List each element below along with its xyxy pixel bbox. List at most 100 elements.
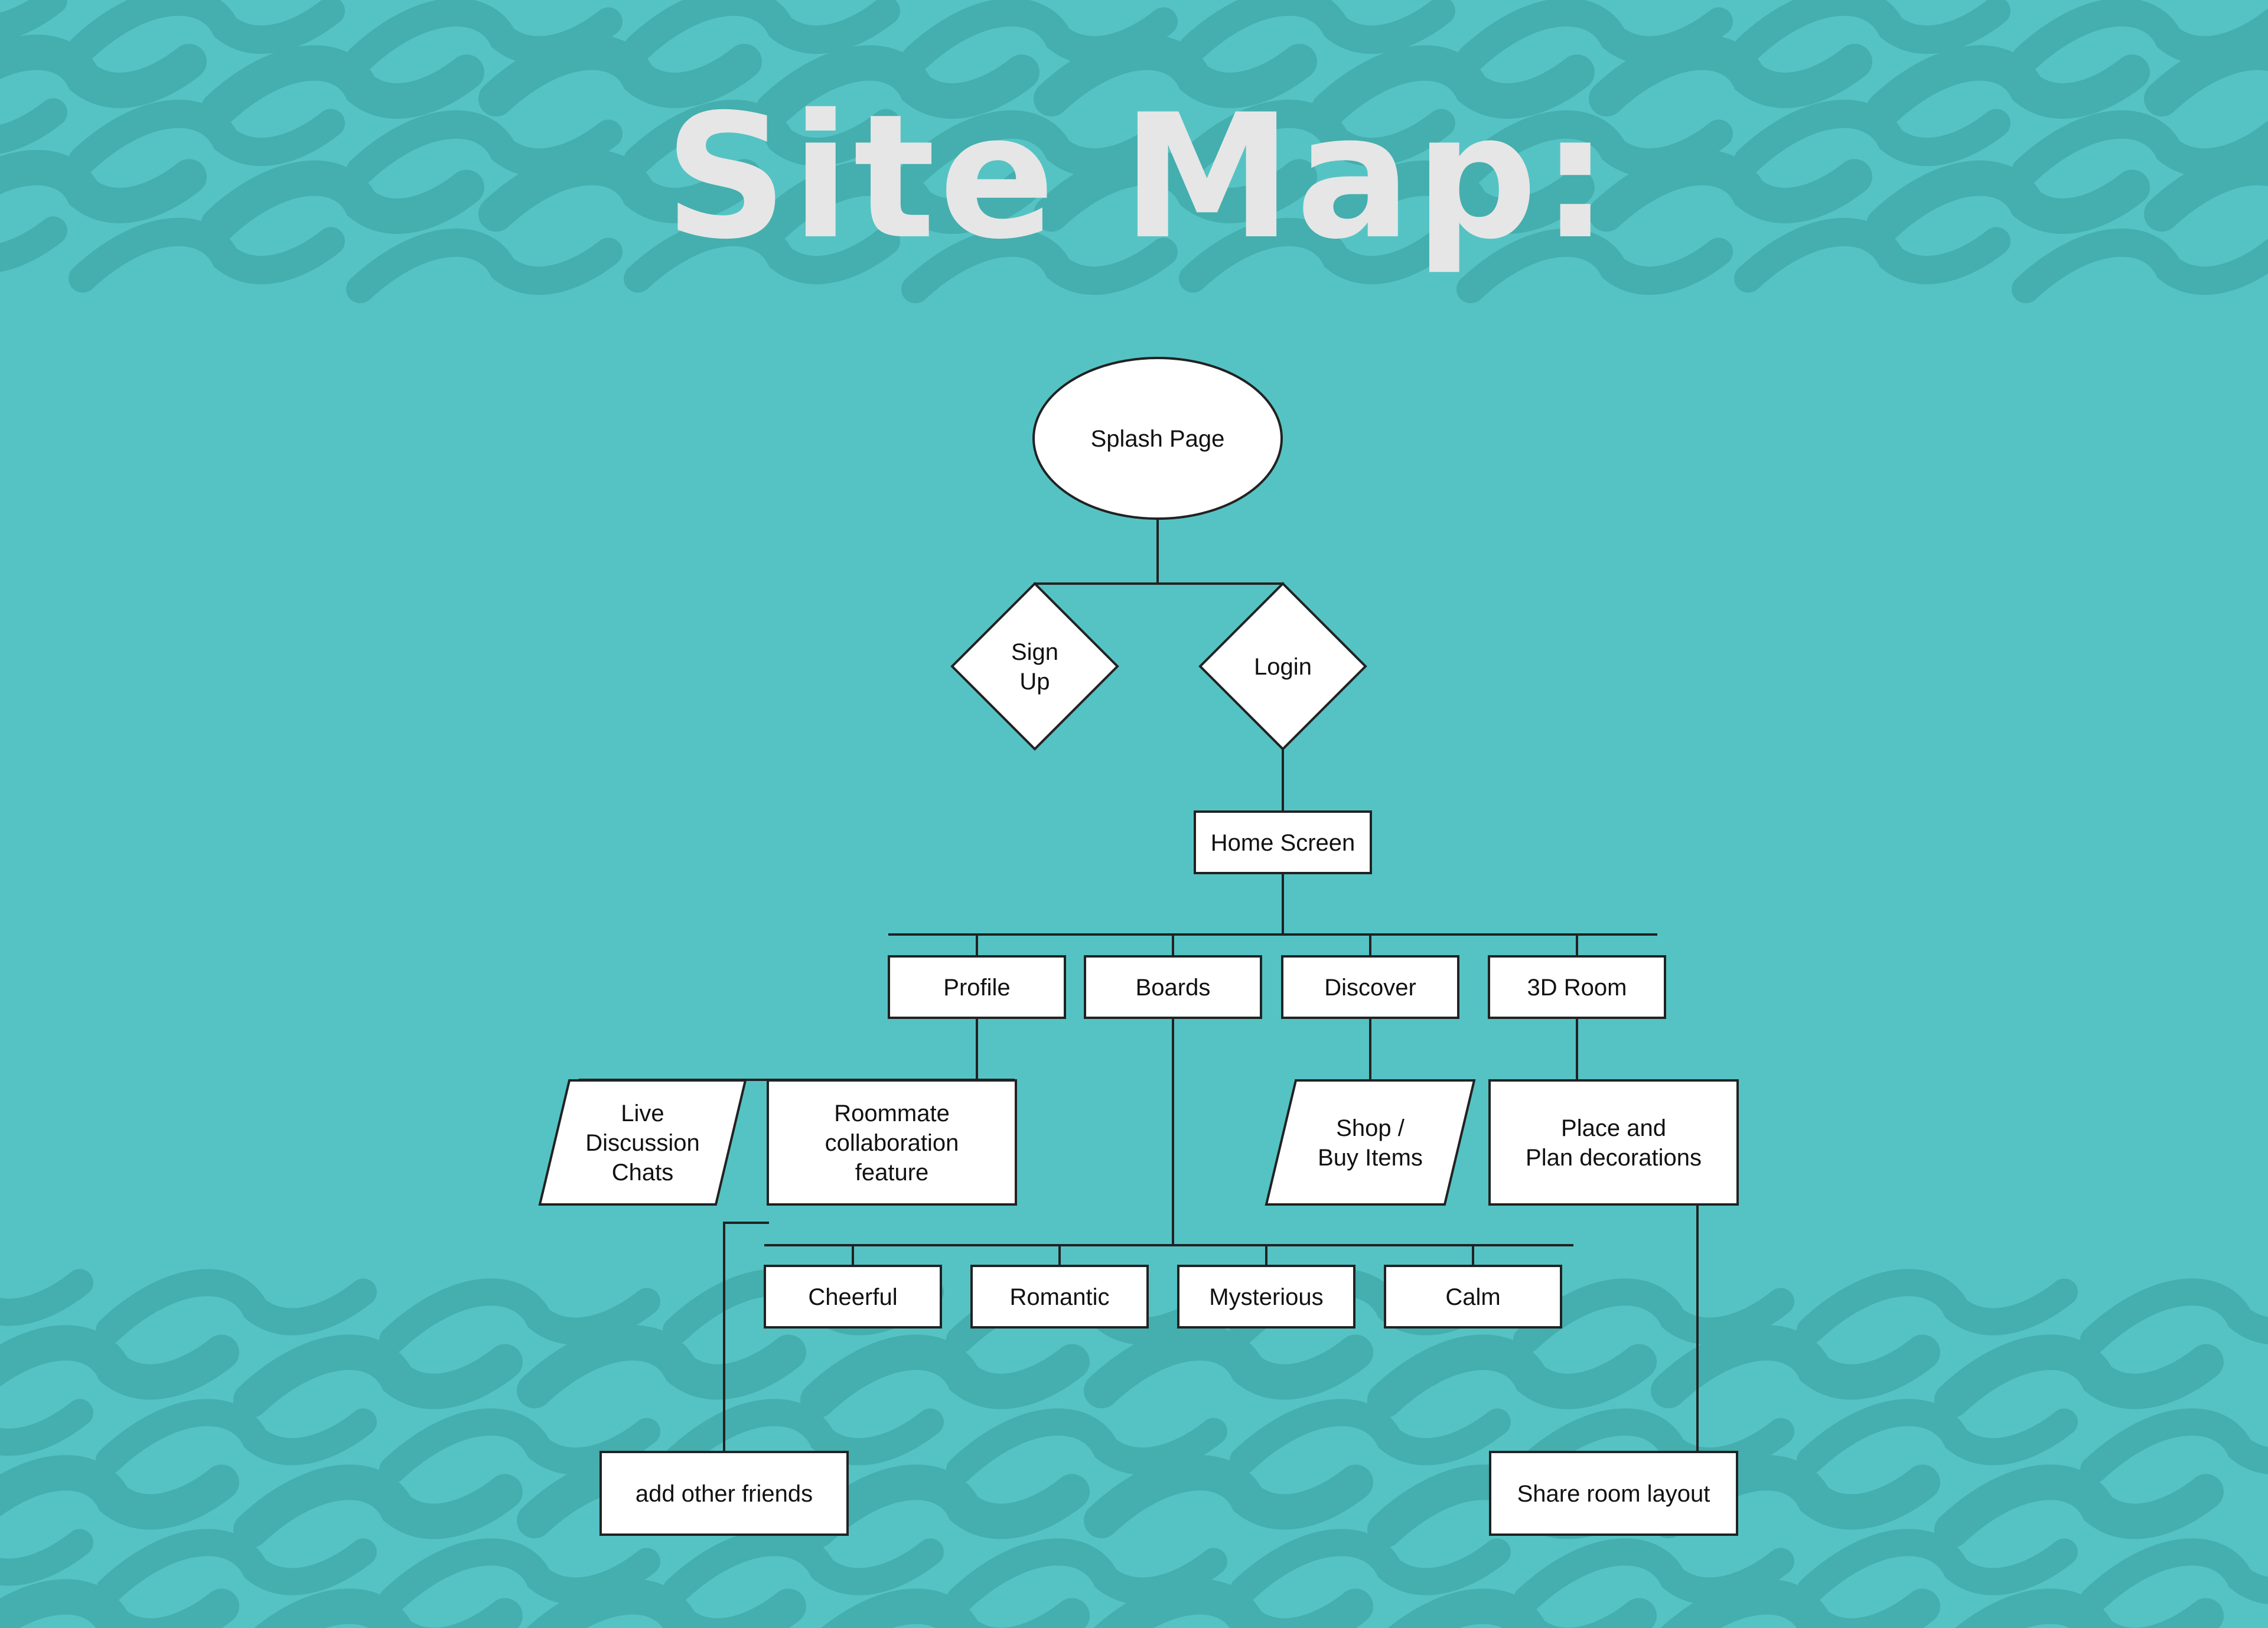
wave-stroke <box>1660 1579 1940 1628</box>
wave-stroke <box>0 98 67 154</box>
node-live-shape <box>538 1079 747 1206</box>
wave-stroke <box>2080 1278 2268 1354</box>
node-calm-label: Calm <box>1445 1284 1500 1310</box>
wave-stroke <box>1866 160 2150 243</box>
wave-stroke <box>2080 1538 2268 1614</box>
node-place-label: Plan decorations <box>1526 1145 1702 1171</box>
node-roommate-label: feature <box>855 1160 929 1186</box>
wave-stroke <box>901 228 1178 304</box>
wave-stroke <box>0 1269 93 1326</box>
wave-stroke <box>1311 160 1595 243</box>
wave-stroke <box>0 34 207 108</box>
wave-stroke <box>756 160 1040 243</box>
node-home: Home Screen <box>1194 810 1372 874</box>
wave-stroke <box>624 0 900 63</box>
node-roommate-label: Roommate <box>834 1100 950 1126</box>
wave-stroke <box>96 1399 377 1474</box>
wave-stroke <box>478 149 762 232</box>
node-profile-label: Profile <box>943 975 1010 1001</box>
wave-stroke <box>1367 1334 1657 1418</box>
wave-stroke <box>663 1399 944 1474</box>
node-mysterious-label: Mysterious <box>1209 1284 1323 1310</box>
wave-stroke <box>0 216 67 272</box>
node-home-label: Home Screen <box>1211 830 1355 856</box>
wave-stroke <box>1513 1278 1794 1354</box>
wave-stroke <box>1034 34 1317 117</box>
node-discover-label: Discover <box>1324 975 1416 1001</box>
wave-stroke <box>2144 149 2268 232</box>
wave-stroke <box>663 1529 944 1604</box>
wave-stroke <box>478 34 762 117</box>
node-romantic-label: Romantic <box>1010 1284 1110 1310</box>
wave-stroke <box>1388 1588 1657 1628</box>
node-home-shape <box>1194 810 1372 874</box>
wave-stroke <box>1179 0 1455 63</box>
node-signup-shape <box>950 582 1119 751</box>
node-profile: Profile <box>888 955 1066 1019</box>
wave-stroke <box>201 45 484 128</box>
wave-stroke <box>1955 1588 2224 1628</box>
wave-stroke <box>0 1529 93 1586</box>
wave-stroke <box>1797 1399 2078 1474</box>
wave-stroke <box>0 1455 239 1530</box>
node-discover: Discover <box>1281 955 1459 1019</box>
node-splash-shape <box>1032 357 1283 520</box>
wave-stroke <box>1651 1325 1940 1409</box>
node-shop: Shop /Buy Items <box>1265 1079 1476 1206</box>
node-boards-shape <box>1084 955 1262 1019</box>
node-roommate-shape <box>767 1079 1017 1206</box>
node-mysterious: Mysterious <box>1177 1265 1355 1329</box>
node-place-shape <box>1488 1079 1739 1206</box>
node-calm: Calm <box>1384 1265 1562 1329</box>
node-friends: add other friends <box>599 1451 849 1536</box>
node-shop-label: Shop / <box>1336 1115 1405 1141</box>
node-profile-shape <box>888 955 1066 1019</box>
connector-lines <box>579 517 1699 1453</box>
wave-stroke <box>1084 1325 1373 1409</box>
connector-friends <box>723 1222 769 1453</box>
node-room3d-label: 3D Room <box>1527 975 1627 1001</box>
wave-stroke <box>201 160 484 243</box>
node-cheerful-label: Cheerful <box>808 1284 897 1310</box>
node-share-shape <box>1489 1451 1738 1536</box>
wave-stroke <box>624 217 900 293</box>
wave-stroke <box>1034 149 1317 232</box>
wave-stroke <box>346 228 623 304</box>
wave-stroke <box>1734 0 2010 63</box>
wave-stroke <box>800 1464 1090 1548</box>
wave-stroke <box>1513 1408 1794 1484</box>
wave-stroke <box>1084 1455 1373 1539</box>
wave-stroke <box>2080 1408 2268 1484</box>
wave-stroke <box>233 1334 523 1418</box>
wave-stroke <box>2144 34 2268 117</box>
wave-stroke <box>1866 45 2150 128</box>
wave-stroke <box>69 99 345 175</box>
wave-stroke <box>254 1588 523 1628</box>
wave-stroke <box>517 1325 806 1409</box>
wave-stroke <box>624 99 900 175</box>
wave-stroke <box>1311 45 1595 128</box>
node-friends-label: add other friends <box>636 1481 813 1507</box>
wave-stroke <box>0 149 207 223</box>
node-cheerful-shape <box>764 1265 942 1329</box>
node-boards-label: Boards <box>1136 975 1211 1001</box>
wave-stroke <box>821 1588 1090 1628</box>
wave-stroke <box>1589 34 1872 117</box>
wave-stroke <box>1179 99 1455 175</box>
wave-stroke <box>1589 149 1872 232</box>
wave-stroke <box>526 1579 806 1628</box>
node-login-label: Login <box>1254 654 1312 680</box>
node-shop-shape <box>1265 1079 1476 1206</box>
wave-stroke <box>1456 228 1733 304</box>
wave-stroke <box>1093 1579 1373 1628</box>
node-signup-label: Up <box>1019 669 1050 695</box>
wave-stroke <box>0 1579 239 1628</box>
page-title: Site Map: <box>664 78 1613 277</box>
